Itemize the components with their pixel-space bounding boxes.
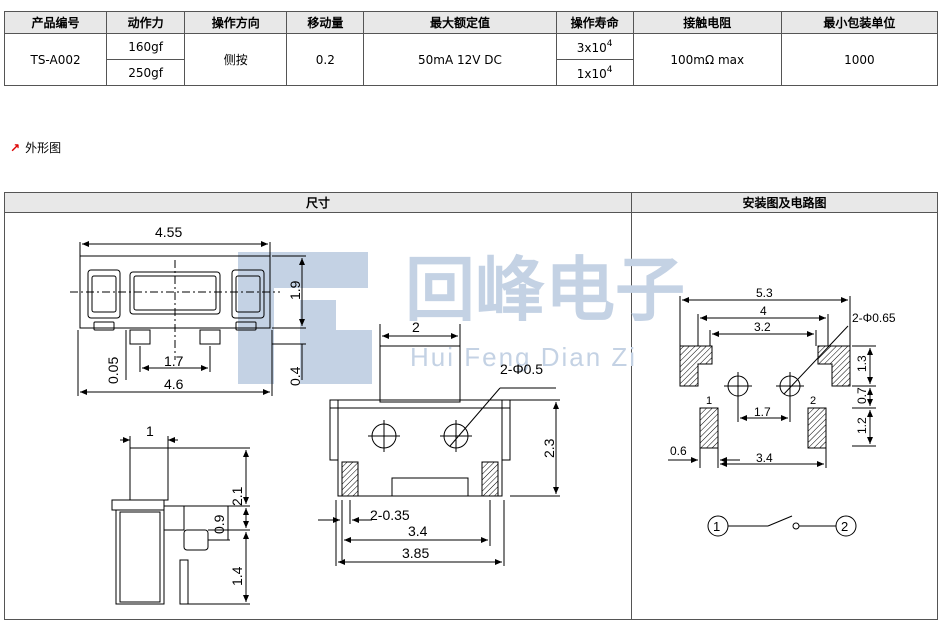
cell-force-1: 160gf xyxy=(106,33,186,60)
front-pad-right xyxy=(481,461,499,497)
dim-side-h3: 1.4 xyxy=(229,566,245,586)
life-1-exp: 4 xyxy=(606,38,613,49)
cell-product-no: TS-A002 xyxy=(3,33,108,86)
pcb-layout xyxy=(668,296,876,468)
watermark: 回峰电子 Hui Feng Dian Zi xyxy=(238,251,685,384)
spec-header-row: 产品编号 动作力 操作方向 移动量 最大额定值 操作寿命 接触电阻 最小包装单位 xyxy=(3,11,939,34)
header-life: 操作寿命 xyxy=(555,11,634,34)
arrow-icon: ↗ xyxy=(10,140,21,155)
pcb-pad-tl xyxy=(679,345,713,387)
cell-rating: 50mA 12V DC xyxy=(363,33,557,86)
drawing-frame: 尺寸 安装图及电路图 xyxy=(4,192,938,620)
install-header: 安装图及电路图 xyxy=(632,193,937,213)
cell-life-1: 3x104 xyxy=(555,33,634,60)
pcb-h1: 1.3 xyxy=(855,355,869,372)
spec-row-1: TS-A002 160gf 侧按 0.2 50mA 12V DC 3x104 1… xyxy=(3,33,939,86)
dim-act-w: 2 xyxy=(412,319,420,335)
dim-total-w: 3.85 xyxy=(402,545,429,561)
front-pad-left xyxy=(341,461,359,497)
section-title: 外形图 xyxy=(25,141,62,155)
pcb-pad-pitch: 3.4 xyxy=(756,451,773,465)
front-view xyxy=(318,324,560,566)
section-heading: ↗ 外形图 xyxy=(10,139,61,156)
watermark-pinyin: Hui Feng Dian Zi xyxy=(410,342,637,372)
cell-travel: 0.2 xyxy=(286,33,365,86)
dim-side-h1: 2.1 xyxy=(229,486,245,506)
dim-top-width: 4.55 xyxy=(155,224,182,240)
cell-direction: 侧按 xyxy=(184,33,288,86)
pcb-pin2: 2 xyxy=(810,395,816,407)
cell-force-2: 250gf xyxy=(106,59,186,86)
header-rating: 最大额定值 xyxy=(363,11,557,34)
dim-pin-pitch: 1.7 xyxy=(164,353,184,369)
pcb-pad-tr xyxy=(817,345,851,387)
panel-divider xyxy=(631,193,632,619)
life-2-exp: 4 xyxy=(606,64,613,75)
top-view xyxy=(70,241,306,396)
pcb-pad: 0.6 xyxy=(670,444,687,458)
cell-min-pack: 1000 xyxy=(780,33,939,86)
dimensions-header: 尺寸 xyxy=(5,193,631,213)
pcb-pin1: 1 xyxy=(706,395,712,407)
side-view xyxy=(111,436,250,605)
pcb-hole: 2-Φ0.65 xyxy=(852,311,896,325)
pcb-pad-br xyxy=(807,407,827,449)
pcb-w3: 3.2 xyxy=(754,320,771,334)
dim-pin-thick: 0.05 xyxy=(105,357,121,384)
circuit-node-1: 1 xyxy=(713,519,720,534)
dim-side-h2: 0.9 xyxy=(211,514,227,534)
life-2-base: 1x10 xyxy=(576,66,607,81)
header-direction: 操作方向 xyxy=(184,11,288,34)
spec-table: 产品编号 动作力 操作方向 移动量 最大额定值 操作寿命 接触电阻 最小包装单位… xyxy=(3,11,939,86)
header-product-no: 产品编号 xyxy=(3,11,108,34)
dim-pad-pitch: 3.4 xyxy=(408,523,428,539)
circuit-node-2: 2 xyxy=(841,519,848,534)
dim-bottom-width: 4.6 xyxy=(164,376,184,392)
pcb-h3: 1.2 xyxy=(855,417,869,434)
cell-life-2: 1x104 xyxy=(555,59,634,86)
dim-front-h: 2.3 xyxy=(541,438,557,458)
pcb-w2: 4 xyxy=(760,304,767,318)
pcb-pad-bl xyxy=(699,407,719,449)
dim-pin-len: 0.4 xyxy=(287,366,303,386)
header-force: 动作力 xyxy=(106,11,186,34)
dim-hole: 2-Φ0.5 xyxy=(500,361,543,377)
life-1-base: 3x10 xyxy=(576,40,607,55)
header-resistance: 接触电阻 xyxy=(632,11,782,34)
dim-side-w: 1 xyxy=(146,423,154,439)
pcb-w1: 5.3 xyxy=(756,286,773,300)
circuit-diagram xyxy=(707,515,857,537)
pcb-pitch: 1.7 xyxy=(754,405,771,419)
pcb-h2: 0.7 xyxy=(855,387,869,404)
dim-top-height: 1.9 xyxy=(287,280,303,300)
watermark-cn: 回峰电子 xyxy=(405,251,685,329)
spec-row-2: 250gf 1x104 xyxy=(5,59,938,86)
dim-pad-w: 2-0.35 xyxy=(370,507,410,523)
